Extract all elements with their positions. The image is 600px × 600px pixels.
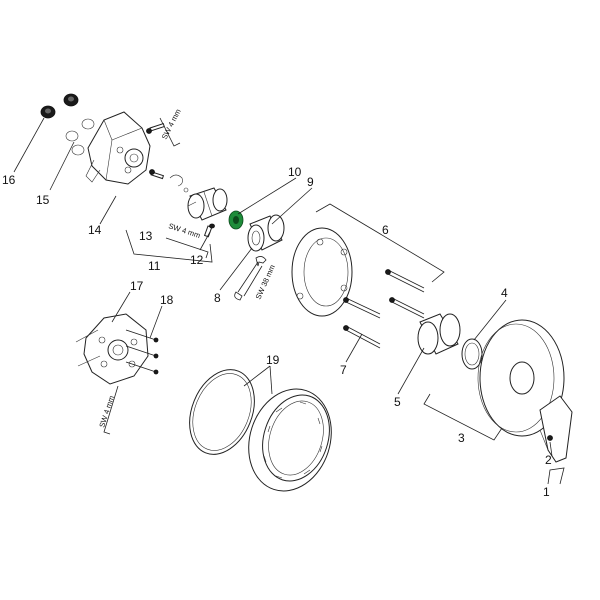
callout-labels: 1 2 3 4 5 6 7 8 9 10 11 12 13 14 15 16 1… xyxy=(2,165,552,499)
callout-13: 13 xyxy=(139,229,153,243)
callout-9: 9 xyxy=(307,175,314,189)
callout-12: 12 xyxy=(190,253,204,267)
callout-3: 3 xyxy=(458,431,465,445)
valve-body-top xyxy=(85,111,151,185)
hex-key-left-label: SW 4 mm xyxy=(97,395,116,429)
callout-10: 10 xyxy=(288,165,302,179)
part-10-green-ring xyxy=(228,210,244,230)
leader-lines xyxy=(13,117,565,485)
part-9-sleeve xyxy=(247,214,285,252)
plaster-guard-ring xyxy=(248,388,332,492)
part-12-screw xyxy=(203,223,215,238)
part-19-large-o-ring xyxy=(189,369,255,455)
part-4-o-ring xyxy=(461,338,483,370)
callout-8: 8 xyxy=(214,291,221,305)
long-bolts-upper xyxy=(385,269,425,319)
callout-4: 4 xyxy=(501,286,508,300)
part-11-cartridge xyxy=(187,187,228,221)
callout-14: 14 xyxy=(88,223,102,237)
callout-15: 15 xyxy=(36,193,50,207)
part-17-rough-valve-body xyxy=(75,313,149,385)
wrench-label: SW 38 mm xyxy=(254,263,277,301)
callout-1: 1 xyxy=(543,485,550,499)
part-2-handle xyxy=(539,395,573,463)
part-6-mounting-plate xyxy=(291,227,353,317)
part-16-inlet-caps xyxy=(40,93,79,119)
callout-5: 5 xyxy=(394,395,401,409)
callout-18: 18 xyxy=(160,293,174,307)
retaining-clip xyxy=(169,174,189,193)
part-15-o-rings xyxy=(65,118,95,156)
screw-mid xyxy=(149,169,165,180)
callout-16: 16 xyxy=(2,173,16,187)
part-3-trim-plate xyxy=(477,319,565,437)
part-18-screws xyxy=(125,329,159,375)
part-7-bolts xyxy=(343,297,381,349)
screw-top xyxy=(146,123,165,134)
hex-key-left-icon: SW 4 mm xyxy=(97,385,119,435)
part-5-sleeve xyxy=(417,313,461,355)
callout-7: 7 xyxy=(340,363,347,377)
callout-6: 6 xyxy=(382,223,389,237)
callout-19: 19 xyxy=(266,353,280,367)
callout-2: 2 xyxy=(545,453,552,467)
hex-key-mid-label: SW 4 mm xyxy=(167,221,201,240)
callout-11: 11 xyxy=(148,259,161,273)
callout-17: 17 xyxy=(130,279,144,293)
